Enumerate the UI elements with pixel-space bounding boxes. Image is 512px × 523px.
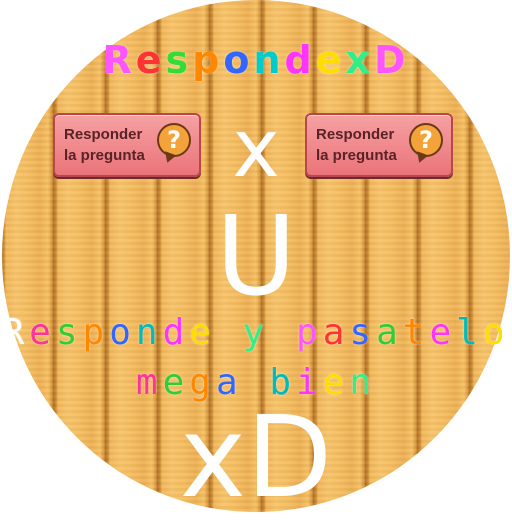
button-label: Responder la pregunta (316, 126, 397, 164)
text-char: e (189, 312, 216, 353)
text-char: p (192, 38, 224, 82)
answer-question-button-right[interactable]: Responder la pregunta ? (305, 113, 453, 177)
text-char: l (456, 312, 483, 353)
text-char: a (376, 312, 403, 353)
text-char: D (374, 38, 410, 82)
text-char: e (162, 362, 190, 403)
text-char: x (345, 38, 374, 82)
text-char: s (55, 312, 83, 353)
answer-question-button-left[interactable]: Responder la pregunta ? (53, 113, 201, 177)
text-char: e (429, 312, 457, 353)
wood-grain (2, 0, 510, 512)
text-char: e (322, 362, 350, 403)
text-char: m (135, 362, 163, 403)
subtitle-line-2: mega bien (0, 362, 512, 403)
big-u-text: U (215, 192, 297, 320)
wood-disc-background (2, 0, 510, 512)
text-char: y (242, 312, 270, 353)
text-char: n (135, 312, 163, 353)
text-char: R (102, 38, 136, 82)
subtitle-line-1: Responde y pasatelo (0, 312, 512, 353)
text-char: n (349, 362, 377, 403)
button-label: Responder la pregunta (64, 126, 145, 164)
text-char: d (284, 38, 316, 82)
text-char: o (109, 312, 136, 353)
big-x-text: x (232, 102, 280, 195)
text-char: b (269, 362, 297, 403)
text-char: n (253, 38, 285, 82)
text-char: i (296, 362, 323, 403)
text-char: d (162, 312, 190, 353)
text-char: e (315, 38, 346, 82)
text-char: p (296, 312, 323, 353)
text-char (269, 312, 296, 353)
big-xd-text: xD (179, 393, 333, 523)
text-char: a (215, 362, 243, 403)
text-char: R (2, 312, 30, 353)
text-char: t (402, 312, 430, 353)
text-char (216, 312, 243, 353)
question-bubble-icon: ? (409, 123, 443, 157)
text-char: s (165, 38, 193, 82)
text-char: s (349, 312, 377, 353)
text-char: p (82, 312, 110, 353)
text-char: o (223, 38, 254, 82)
text-char: a (322, 312, 350, 353)
text-char: g (189, 362, 216, 403)
text-char: o (482, 312, 510, 353)
text-char: e (29, 312, 56, 353)
question-bubble-icon: ? (157, 123, 191, 157)
app-title: RespondexD (0, 38, 512, 82)
text-char: e (135, 38, 166, 82)
